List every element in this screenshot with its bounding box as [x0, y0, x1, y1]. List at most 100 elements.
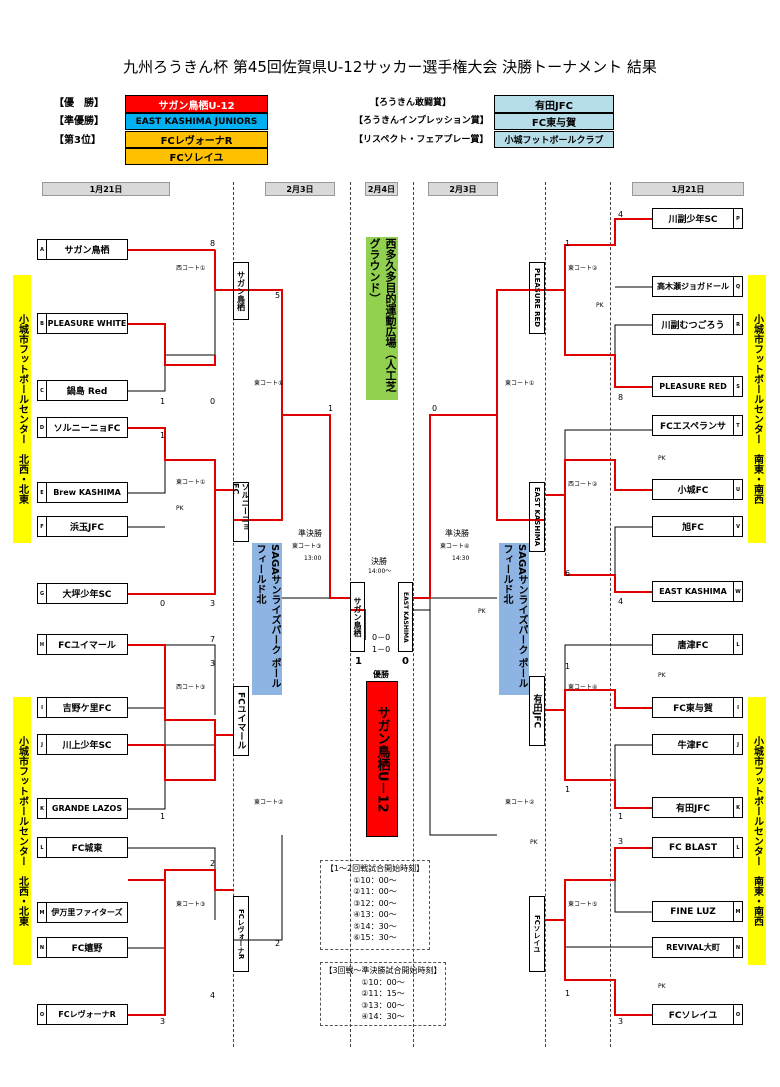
- r2-right-3: 有田JFC: [529, 676, 545, 746]
- final-left-score: 1: [355, 656, 362, 667]
- semi-venue-right: SAGAサンライズパーク ポールフィールド北: [499, 543, 529, 695]
- date-left-r1: 1月21日: [42, 182, 170, 196]
- score: 3: [210, 659, 216, 668]
- pk-label: PK: [176, 505, 184, 512]
- r2-left-4: FCレヴォーナR: [233, 896, 249, 972]
- team-name: 鍋島 Red: [66, 387, 108, 397]
- score: 4: [618, 597, 624, 606]
- date-final: 2月4日: [365, 182, 398, 196]
- team-name: FCソレイユ: [668, 1011, 718, 1021]
- semi-right-court: 東コート④: [440, 543, 470, 550]
- semi-right-time: 14:30: [452, 555, 470, 562]
- champion-box: サガン鳥栖U-12: [125, 95, 268, 113]
- score: 0: [432, 404, 438, 413]
- semi-left-label: 準決勝: [298, 529, 322, 538]
- runnerup-label: 【準優勝】: [54, 116, 104, 127]
- date-right-r1: 1月21日: [632, 182, 744, 196]
- pk-label: PK: [658, 672, 666, 679]
- final-venue: 西多久多目的運動広場（人工芝グラウンド）: [366, 237, 398, 400]
- final-label: 決勝: [371, 557, 387, 566]
- court-label: 東コート①: [505, 380, 535, 387]
- team-name: FC BLAST: [668, 842, 718, 853]
- champion-caption: 優勝: [373, 670, 389, 679]
- court-label: 東コート①: [254, 380, 284, 387]
- final-right-score: 0: [402, 656, 409, 667]
- semi-left-court: 東コート③: [292, 543, 322, 550]
- pk-label: PK: [596, 302, 604, 309]
- third-label: 【第3位】: [54, 135, 101, 146]
- score: 6: [565, 569, 571, 578]
- score: 2: [210, 859, 216, 868]
- score: 1: [160, 812, 166, 821]
- court-label: 東コート②: [254, 799, 284, 806]
- score: 1: [160, 431, 166, 440]
- schedule-title: 【1～2回戦試合開始時刻】: [325, 864, 425, 873]
- schedule-item: ②11：00～: [353, 887, 397, 896]
- schedule-item: ④14：30～: [361, 1012, 405, 1021]
- team-name: 川副少年SC: [668, 215, 718, 225]
- divider: [233, 182, 234, 1047]
- divider: [610, 182, 611, 1047]
- team-name: ソルニーニョFC: [53, 424, 121, 434]
- score: 2: [275, 939, 281, 948]
- score: 7: [210, 635, 216, 644]
- fight-label: 【ろうきん敢闘賞】: [370, 98, 452, 108]
- score: 0: [160, 599, 166, 608]
- score: 1: [160, 397, 166, 406]
- third2-box: FCソレイユ: [125, 148, 268, 165]
- champion-label: 【優 勝】: [54, 98, 104, 109]
- team-name: GRANDE LAZOS: [51, 804, 123, 813]
- score: 4: [210, 991, 216, 1000]
- r2-right-4: FCソレイユ: [529, 896, 545, 972]
- schedule-item: ②11：15～: [361, 989, 405, 998]
- team-name: 吉野ケ里FC: [62, 704, 112, 714]
- team-name: FCユイマール: [58, 641, 116, 651]
- r2-right-2: EAST KASHIMA: [529, 482, 545, 552]
- team-name: FC東与賀: [673, 704, 713, 714]
- schedule-item: ③13：00～: [361, 1000, 405, 1010]
- schedule-item: ①10：00～: [353, 875, 397, 885]
- team-name: EAST KASHIMA: [659, 587, 727, 596]
- score: 3: [160, 1017, 166, 1026]
- score: 8: [210, 239, 216, 248]
- score: 3: [210, 599, 216, 608]
- venue-left-top: 小城市フットボールセンター 北西・北東: [13, 275, 31, 543]
- divider: [413, 182, 414, 1047]
- r2-left-1: サガン鳥栖: [233, 262, 249, 320]
- final-right-team: EAST KASHIMA: [398, 582, 413, 652]
- pk-label: PK: [478, 608, 486, 615]
- team-name: 伊万里ファイターズ: [51, 908, 123, 917]
- team-name: 牛津FC: [677, 741, 709, 751]
- court-label: 東コート④: [568, 684, 598, 691]
- schedule-item: ⑥15：30～: [353, 933, 397, 942]
- impression-box: FC東与賀: [494, 113, 614, 130]
- team-name: 有田JFC: [675, 804, 711, 814]
- date-left-r3: 2月3日: [265, 182, 335, 196]
- team-name: FINE LUZ: [670, 906, 716, 917]
- court-label: 東コート②: [505, 799, 535, 806]
- pk-label: PK: [658, 983, 666, 990]
- team-name: 川上少年SC: [62, 741, 112, 751]
- date-right-r3: 2月3日: [428, 182, 498, 196]
- r2-right-1: PLEASURE RED: [529, 262, 545, 334]
